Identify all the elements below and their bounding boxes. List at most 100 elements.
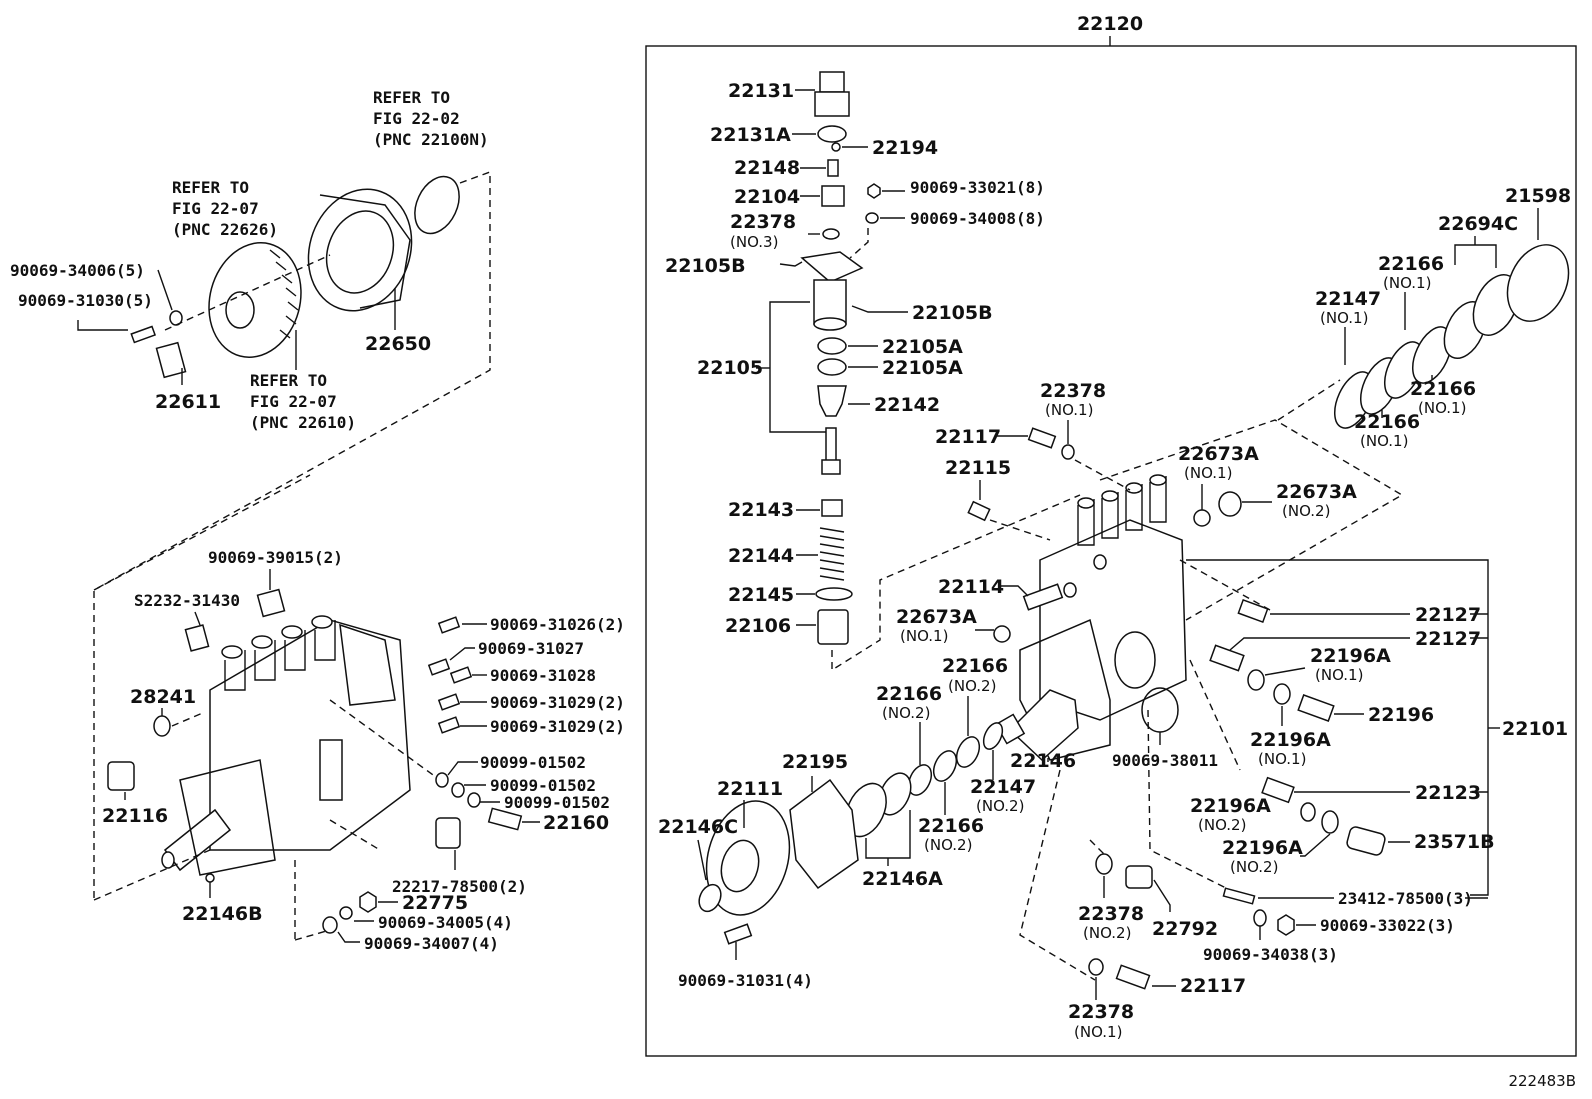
plug-22116-drawing bbox=[107, 761, 135, 791]
label-22166-m2: 22166 bbox=[876, 683, 942, 705]
label-22131a: 22131A bbox=[710, 124, 791, 146]
label-22145: 22145 bbox=[728, 584, 794, 606]
washer-28241-drawing bbox=[153, 715, 171, 737]
label-22378-no2: 22378 bbox=[1078, 903, 1144, 925]
refer-2-line-2: FIG 22-07 bbox=[172, 199, 259, 218]
label-no1-22147-tr: (NO.1) bbox=[1320, 309, 1368, 327]
label-22105b-b: 22105B bbox=[912, 302, 993, 324]
label-no1-tr1: (NO.1) bbox=[1383, 274, 1431, 292]
label-90069-34038: 90069-34038(3) bbox=[1203, 945, 1338, 964]
label-90069-34008: 90069-34008(8) bbox=[910, 209, 1045, 228]
diagram-code: 222483B bbox=[1508, 1072, 1576, 1090]
label-90069-38011: 90069-38011 bbox=[1112, 751, 1218, 770]
label-22116: 22116 bbox=[102, 805, 168, 827]
label-90069-33022: 90069-33022(3) bbox=[1320, 916, 1455, 935]
label-22196a-d: 22196A bbox=[1222, 837, 1303, 859]
label-22166-m3: 22166 bbox=[918, 815, 984, 837]
refer-1-line-3: (PNC 22100N) bbox=[373, 130, 489, 149]
label-22146a: 22146A bbox=[862, 868, 943, 890]
assembly-frame bbox=[645, 45, 1577, 1057]
label-22194: 22194 bbox=[872, 137, 938, 159]
refer-3-line-3: (PNC 22610) bbox=[250, 413, 356, 432]
label-90069-31031: 90069-31031(4) bbox=[678, 971, 813, 990]
label-90069-34005: 90069-34005(4) bbox=[378, 913, 513, 932]
label-22166-m1: 22166 bbox=[942, 655, 1008, 677]
label-22146c: 22146C bbox=[658, 816, 738, 838]
label-22196a-a: 22196A bbox=[1310, 645, 1391, 667]
label-22650: 22650 bbox=[365, 333, 431, 355]
refer-1-line-2: FIG 22-02 bbox=[373, 109, 460, 128]
label-22196a-c: 22196A bbox=[1190, 795, 1271, 817]
label-22105a-a: 22105A bbox=[882, 336, 963, 358]
nut-22775-drawing bbox=[359, 891, 377, 913]
label-22146: 22146 bbox=[1010, 750, 1076, 772]
pump-body-left-drawing bbox=[161, 615, 411, 876]
label-22166-tr3: 22166 bbox=[1354, 411, 1420, 433]
label-no2-22378: (NO.2) bbox=[1083, 924, 1131, 942]
label-22792: 22792 bbox=[1152, 918, 1218, 940]
drive-gear-drawing bbox=[208, 242, 302, 358]
label-90099-01502-c: 90099-01502 bbox=[504, 793, 610, 812]
label-22217-78500: 22217-78500(2) bbox=[392, 877, 527, 896]
label-90069-31027: 90069-31027 bbox=[478, 639, 584, 658]
label-no2-m1: (NO.2) bbox=[948, 677, 996, 695]
refer-2-line-3: (PNC 22626) bbox=[172, 220, 278, 239]
gasket-22195-drawing bbox=[789, 778, 859, 890]
label-22142: 22142 bbox=[874, 394, 940, 416]
label-22104: 22104 bbox=[734, 186, 800, 208]
spring-22144-drawing bbox=[819, 527, 845, 581]
label-no1-top: (NO.1) bbox=[1045, 401, 1093, 419]
label-22147-tr: 22147 bbox=[1315, 288, 1381, 310]
label-no1-22196a-b: (NO.1) bbox=[1258, 750, 1306, 768]
label-no2-m2: (NO.2) bbox=[882, 704, 930, 722]
shaft-22611-drawing bbox=[155, 341, 187, 379]
label-22148: 22148 bbox=[734, 157, 800, 179]
label-no1-tr3: (NO.1) bbox=[1360, 432, 1408, 450]
label-22775: 22775 bbox=[402, 892, 468, 914]
label-22106: 22106 bbox=[725, 615, 791, 637]
label-no2-22147-m: (NO.2) bbox=[976, 797, 1024, 815]
label-22105b-a: 22105B bbox=[665, 255, 746, 277]
label-22101: 22101 bbox=[1502, 718, 1568, 740]
label-21598: 21598 bbox=[1505, 185, 1571, 207]
label-22111: 22111 bbox=[717, 778, 783, 800]
label-90069-31028: 90069-31028 bbox=[490, 666, 596, 685]
label-22115: 22115 bbox=[945, 457, 1011, 479]
label-90069-34006: 90069-34006(5) bbox=[10, 261, 145, 280]
label-22673a-left: 22673A bbox=[896, 606, 977, 628]
label-no2-22196a-c: (NO.2) bbox=[1198, 816, 1246, 834]
label-23412-78500: 23412-78500(3) bbox=[1338, 889, 1473, 908]
label-22611: 22611 bbox=[155, 391, 221, 413]
label-22105a-b: 22105A bbox=[882, 357, 963, 379]
assembly-label: 22120 bbox=[1077, 13, 1143, 35]
label-22144: 22144 bbox=[728, 545, 794, 567]
label-no2-22673a-right: (NO.2) bbox=[1282, 502, 1330, 520]
label-90099-01502-a: 90099-01502 bbox=[480, 753, 586, 772]
label-22127-a: 22127 bbox=[1415, 604, 1481, 626]
label-90069-31029-b: 90069-31029(2) bbox=[490, 717, 625, 736]
label-no1-22673a-left: (NO.1) bbox=[900, 627, 948, 645]
label-90069-31029-a: 90069-31029(2) bbox=[490, 693, 625, 712]
label-90069-31026: 90069-31026(2) bbox=[490, 615, 625, 634]
label-22378-no1-bot: 22378 bbox=[1068, 1001, 1134, 1023]
label-90069-31030: 90069-31030(5) bbox=[18, 291, 153, 310]
label-28241: 28241 bbox=[130, 686, 196, 708]
label-22673a-mid: 22673A bbox=[1178, 443, 1259, 465]
label-22143: 22143 bbox=[728, 499, 794, 521]
label-22378-no3: 22378 bbox=[730, 211, 796, 233]
label-no1-tr2: (NO.1) bbox=[1418, 399, 1466, 417]
label-no2-22196a-d: (NO.2) bbox=[1230, 858, 1278, 876]
label-22114: 22114 bbox=[938, 576, 1004, 598]
label-22131: 22131 bbox=[728, 80, 794, 102]
label-22146b: 22146B bbox=[182, 903, 263, 925]
refer-2-line-1: REFER TO bbox=[172, 178, 249, 197]
label-90099-01502-b: 90099-01502 bbox=[490, 776, 596, 795]
label-no1-22673a-mid: (NO.1) bbox=[1184, 464, 1232, 482]
bolts-left-group-drawing bbox=[427, 616, 473, 734]
o-ring-drawing bbox=[414, 175, 460, 235]
label-22117-top: 22117 bbox=[935, 426, 1001, 448]
label-22105: 22105 bbox=[697, 357, 763, 379]
label-22166-tr1: 22166 bbox=[1378, 253, 1444, 275]
